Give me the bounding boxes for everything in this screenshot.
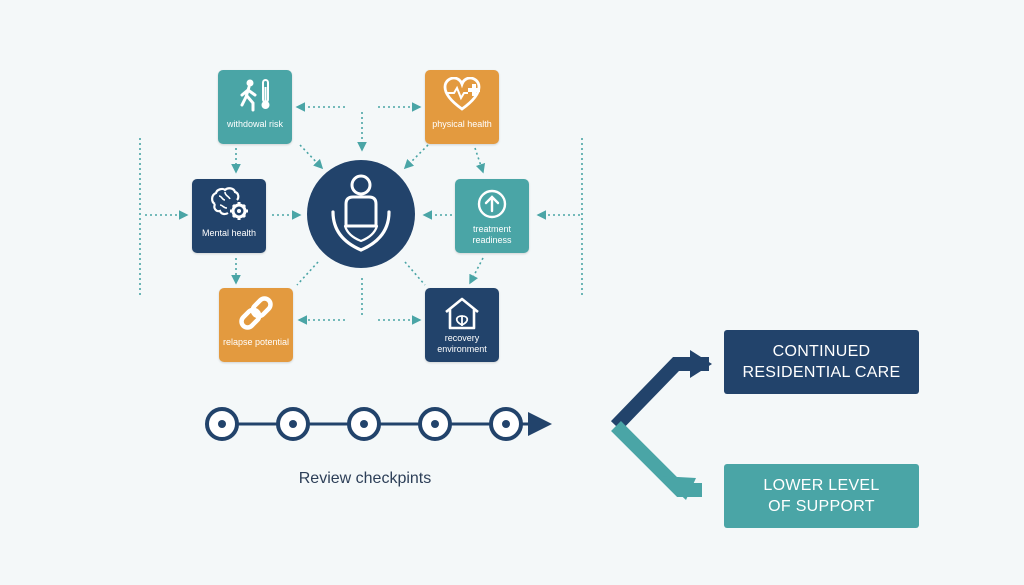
- treatment-to-recovery-arrow: [469, 257, 484, 285]
- diag-bl-line: [296, 261, 319, 286]
- tile-treatment-readiness: treatment readiness: [455, 179, 529, 253]
- tile-relapse-potential: relapse potential: [219, 288, 293, 362]
- recovery-environment-label-line1: recovery: [444, 333, 480, 343]
- checkpoint-node: [276, 407, 310, 441]
- tile-physical-health: physical health: [425, 70, 499, 144]
- review-timeline: [205, 407, 552, 441]
- checkpoint-node: [489, 407, 523, 441]
- lower-branch-arrowhead: [660, 476, 696, 500]
- center-person-hands-icon: [307, 160, 415, 268]
- relapse-potential-label: relapse potential: [222, 337, 290, 347]
- diag-br-line: [404, 261, 426, 286]
- tile-mental-health: Mental health: [192, 179, 266, 253]
- physical-health-label: physical health: [432, 119, 492, 129]
- review-checkpoints-label: Review checkpints: [298, 470, 432, 487]
- house-leaf-icon: [445, 297, 479, 330]
- outcome-lower-line1: LOWER LEVEL: [763, 477, 880, 494]
- outcome-lower-line2: OF SUPPORT: [768, 498, 875, 515]
- arrow-up-circle-icon: [477, 189, 507, 219]
- outcome-continued-line2: RESIDENTIAL CARE: [742, 364, 901, 381]
- brain-gear-icon: [211, 187, 248, 220]
- upper-branch-arrowhead: [690, 350, 712, 378]
- checkpoint-node: [418, 407, 452, 441]
- physical-to-treatment-arrow: [474, 147, 486, 174]
- tile-recovery-environment: recovery environment: [425, 288, 499, 362]
- withdrawal-risk-label: withdowal risk: [226, 119, 284, 129]
- treatment-readiness-label-line1: treatment: [472, 224, 512, 234]
- checkpoint-node: [347, 407, 381, 441]
- diag-tl-arrow: [299, 144, 324, 170]
- heart-cross-icon: [443, 77, 481, 111]
- tile-withdrawal-risk: withdowal risk: [218, 70, 292, 144]
- decision-branch: [610, 350, 712, 500]
- treatment-readiness-label: treatment readiness: [470, 224, 513, 246]
- outcome-continued-line1: CONTINUED: [772, 343, 871, 360]
- checkpoint-node: [205, 407, 239, 441]
- walking-person-thermometer-icon: [240, 79, 270, 112]
- outcome-continued-residential-care: CONTINUED RESIDENTIAL CARE: [724, 330, 919, 394]
- mental-health-label: Mental health: [201, 228, 257, 238]
- dotted-connectors: [139, 102, 583, 325]
- chain-link-icon: [239, 296, 273, 330]
- treatment-readiness-label-line2: readiness: [472, 235, 512, 245]
- diag-tr-arrow: [403, 144, 429, 170]
- outcome-lower-level-of-support: LOWER LEVEL OF SUPPORT: [724, 464, 919, 528]
- recovery-environment-label-line2: environment: [437, 344, 487, 354]
- recovery-environment-label: recovery environment: [435, 333, 489, 355]
